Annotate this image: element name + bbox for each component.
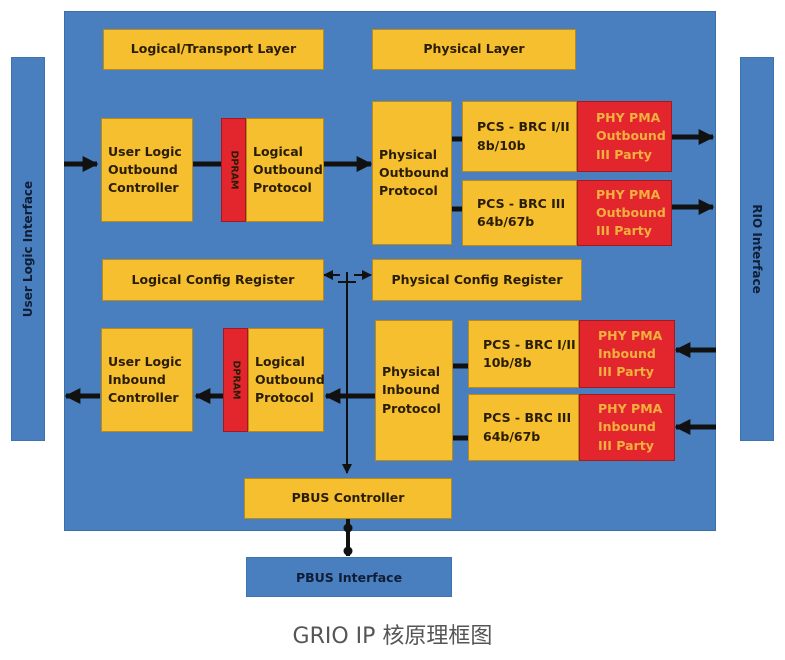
pbus-interface-label: PBUS Interface (295, 569, 403, 585)
logical-inbound-protocol: Logical Outbound Protocol (248, 328, 325, 432)
pcs-brc-3-inbound: PCS - BRC III 64b/67b (468, 394, 579, 461)
pbus-link-bottom-dot (343, 546, 353, 556)
phy-pma-outbound-2: PHY PMA Outbound III Party (577, 180, 672, 246)
user-logic-outbound-controller: User Logic Outbound Controller (101, 118, 193, 222)
physical-outbound-protocol: Physical Outbound Protocol (372, 101, 452, 245)
pcs-brc-3-outbound: PCS - BRC III 64b/67b (462, 180, 577, 246)
diagram-caption: GRIO IP 核原理框图 (292, 624, 493, 649)
pcs-brc-1-2-inbound: PCS - BRC I/II 10b/8b (468, 320, 579, 388)
pcs-brc-1-2-outbound: PCS - BRC I/II 8b/10b (462, 101, 577, 172)
inbound-dpram: DPRAM (223, 328, 248, 432)
logical-transport-layer-header: Logical/Transport Layer (103, 29, 324, 70)
pbus-link-top-dot (343, 523, 353, 533)
physical-layer-header: Physical Layer (372, 29, 576, 70)
pbus-controller: PBUS Controller (244, 478, 452, 519)
physical-inbound-protocol: Physical Inbound Protocol (375, 320, 453, 461)
user-logic-inbound-controller: User Logic Inbound Controller (101, 328, 193, 432)
physical-config-register: Physical Config Register (372, 259, 582, 301)
phy-pma-outbound-1: PHY PMA Outbound III Party (577, 101, 672, 172)
phy-pma-inbound-1: PHY PMA Inbound III Party (579, 320, 675, 388)
outbound-dpram: DPRAM (221, 118, 246, 222)
rio-interface-bar: RIO Interface (740, 57, 774, 441)
logical-config-register: Logical Config Register (102, 259, 324, 301)
user-logic-interface-bar: User Logic Interface (11, 57, 45, 441)
phy-pma-inbound-2: PHY PMA Inbound III Party (579, 394, 675, 461)
logical-outbound-protocol: Logical Outbound Protocol (246, 118, 324, 222)
pbus-interface-bar: PBUS Interface (246, 557, 452, 597)
